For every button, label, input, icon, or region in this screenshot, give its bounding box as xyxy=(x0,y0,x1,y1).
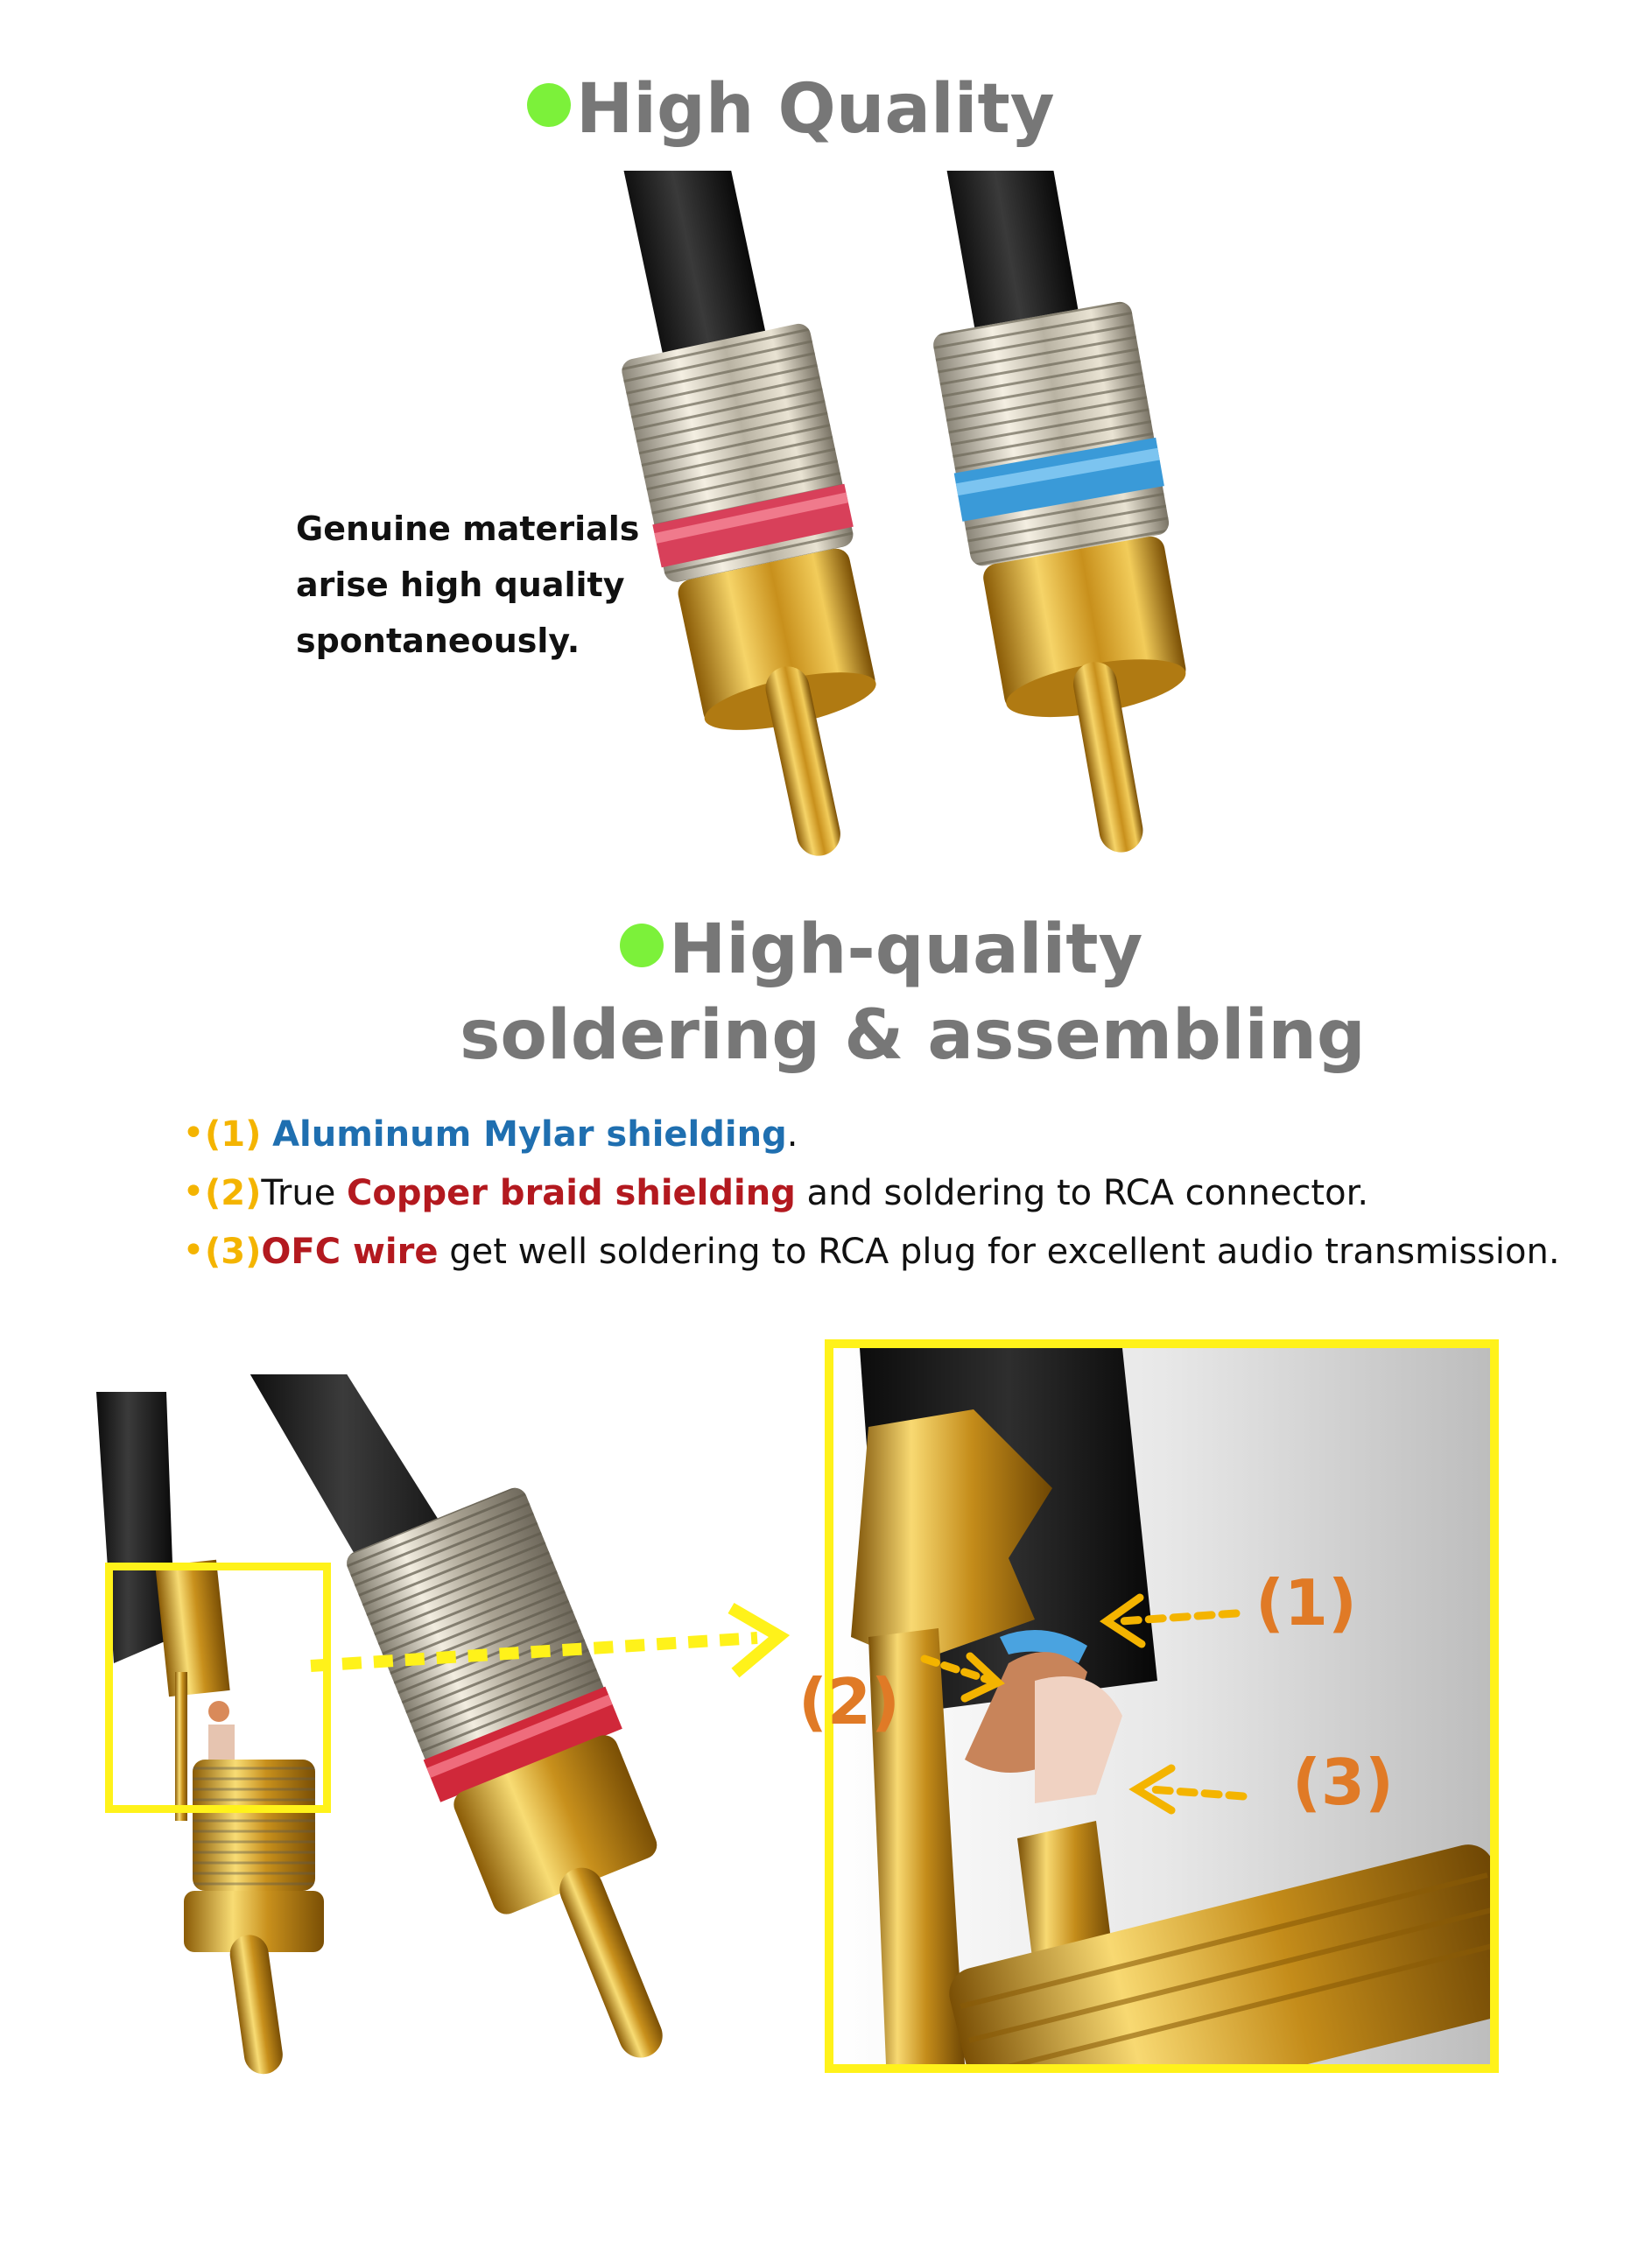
solder-detail-photo xyxy=(851,1348,1490,2064)
feature-item-3: •(3)OFC wire get well soldering to RCA p… xyxy=(182,1228,1560,1273)
zoom-detail-frame xyxy=(825,1339,1499,2073)
bullet-dot-icon: • xyxy=(182,1170,205,1214)
bullet-dot-icon: • xyxy=(182,1228,205,1273)
rca-assembly-photo xyxy=(96,1374,663,2075)
bullet-dot-icon: • xyxy=(182,1111,205,1156)
tagline-line-3: spontaneously. xyxy=(296,622,580,660)
section1-tagline: Genuine materials arise high quality spo… xyxy=(296,501,639,669)
tagline-line-1: Genuine materials xyxy=(296,509,640,548)
highlight-box-small xyxy=(105,1563,331,1813)
green-dot-icon xyxy=(620,923,664,967)
rca-plugs-photo xyxy=(618,171,1186,856)
section2-heading-line1: High-quality xyxy=(620,916,1142,984)
feature-item-2: •(2)True Copper braid shielding and sold… xyxy=(182,1170,1369,1214)
section1-heading: High Quality xyxy=(527,75,1055,144)
dotted-arrow-icon xyxy=(310,1602,791,1678)
tagline-line-2: arise high quality xyxy=(296,566,625,604)
green-dot-icon xyxy=(527,82,571,127)
feature-list: •(1) Aluminum Mylar shielding. •(2)True … xyxy=(182,1105,1560,1281)
callout-label-2: (2) xyxy=(798,1665,900,1739)
section2-heading-line2: soldering & assembling xyxy=(460,996,1366,1075)
callout-label-1: (1) xyxy=(1255,1566,1357,1640)
feature-item-1: •(1) Aluminum Mylar shielding. xyxy=(182,1111,798,1156)
callout-label-3: (3) xyxy=(1292,1746,1394,1819)
